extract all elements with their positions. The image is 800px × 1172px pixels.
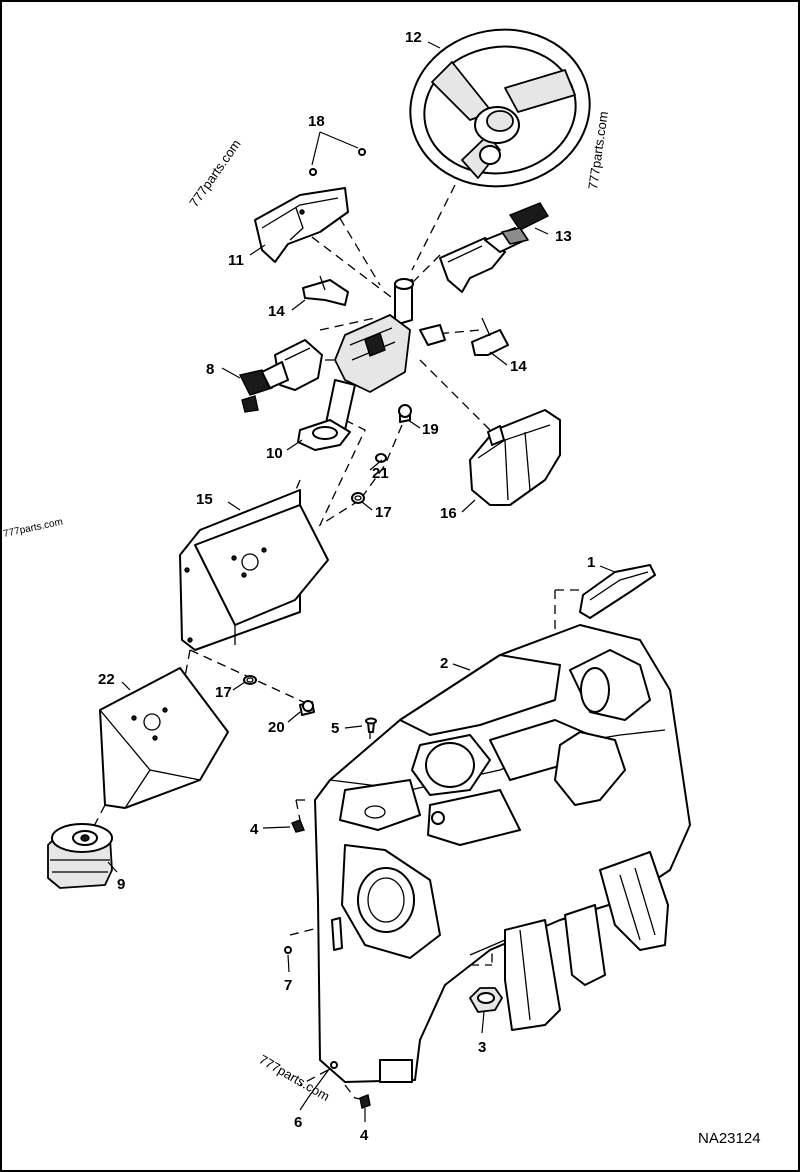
- screw-6: [330, 1061, 338, 1069]
- steering-column: [297, 278, 446, 451]
- callout-4-upper: 4: [250, 821, 259, 838]
- callout-1: 1: [587, 554, 595, 571]
- screw-7: [284, 946, 292, 954]
- callout-13: 13: [555, 228, 572, 245]
- watermark-upper-right: 777parts.com: [585, 110, 611, 190]
- shroud-upper-left: [254, 187, 349, 263]
- trim-1: [579, 564, 656, 619]
- screw-18: [309, 131, 366, 176]
- callout-16: 16: [440, 505, 457, 522]
- callout-22: 22: [98, 671, 115, 688]
- callout-20: 20: [268, 719, 285, 736]
- callout-4-lower: 4: [360, 1127, 369, 1144]
- knob-3: [469, 987, 503, 1013]
- callouts: 12 18 11 13 14 14 8 10 19 21 17 16 15 1 …: [98, 29, 595, 1144]
- bracket-14-left: [302, 275, 349, 306]
- callout-14-left: 14: [268, 303, 285, 320]
- leader-lines: [107, 41, 616, 1122]
- shroud-lower-right: [469, 409, 561, 506]
- clip-4-upper: [291, 819, 305, 833]
- callout-17-lower: 17: [215, 684, 232, 701]
- callout-17-upper: 17: [375, 504, 392, 521]
- washer-17-lower: [243, 675, 257, 685]
- washer-17-upper: [351, 492, 365, 504]
- dash-console-2: [314, 624, 691, 1083]
- bolt-19: [398, 404, 412, 423]
- callout-3: 3: [478, 1039, 486, 1056]
- callout-5: 5: [331, 720, 339, 737]
- callout-15: 15: [196, 491, 213, 508]
- callout-7: 7: [284, 977, 292, 994]
- callout-19: 19: [422, 421, 439, 438]
- callout-11: 11: [228, 252, 244, 269]
- callout-8: 8: [206, 361, 214, 378]
- bracket-14-right: [471, 317, 509, 356]
- callout-18: 18: [308, 113, 325, 130]
- screw-5: [365, 717, 377, 733]
- switch-13: [439, 202, 549, 293]
- clip-7-bracket: [331, 917, 343, 951]
- callout-12: 12: [405, 29, 422, 46]
- steering-valve-9: [47, 823, 113, 889]
- callout-9: 9: [117, 876, 125, 893]
- watermark-left: 777parts.com: [2, 517, 64, 540]
- bolt-20: [299, 700, 315, 716]
- drawing-number: NA23124: [698, 1130, 761, 1147]
- callout-21: 21: [372, 465, 389, 482]
- callout-14-right: 14: [510, 358, 527, 375]
- cover-22: [99, 667, 229, 809]
- watermark-upper-left: 777parts.com: [186, 137, 243, 210]
- callout-10: 10: [266, 445, 283, 462]
- callout-6: 6: [294, 1114, 302, 1131]
- clip-4-lower: [359, 1094, 371, 1109]
- steering-wheel: [409, 28, 591, 188]
- ignition-switch-8: [238, 339, 323, 413]
- washer-21: [375, 453, 387, 463]
- bracket-15: [179, 489, 329, 651]
- callout-2: 2: [440, 655, 448, 672]
